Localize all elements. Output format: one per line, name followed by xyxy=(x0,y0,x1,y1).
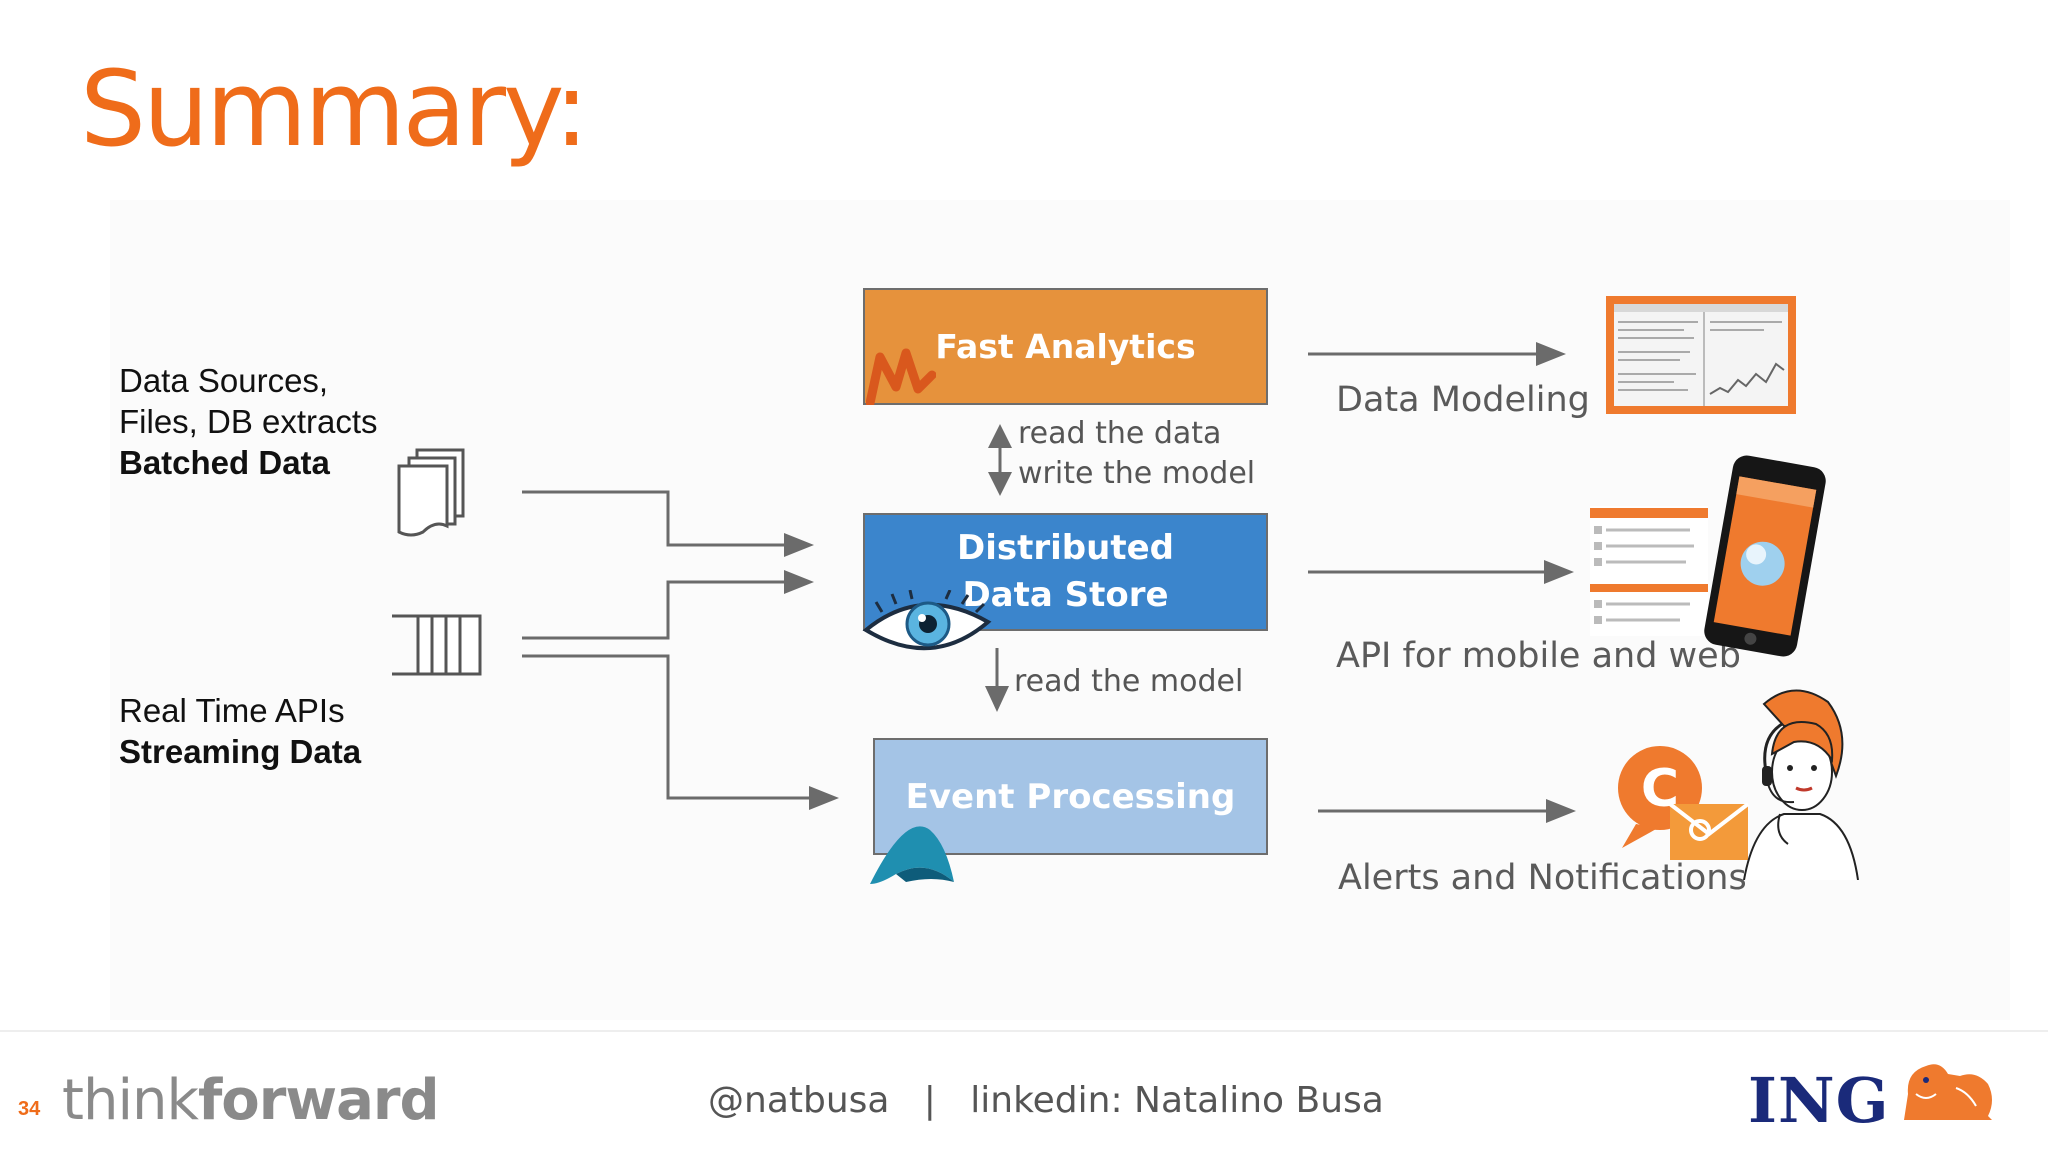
read-model-note: read the model xyxy=(1014,664,1244,699)
fast-analytics-label: Fast Analytics xyxy=(935,327,1196,366)
fast-analytics-box: Fast Analytics xyxy=(863,288,1268,405)
thinkforward-brand: thinkforward xyxy=(62,1068,440,1133)
stream-to-store-arrow xyxy=(522,570,814,640)
spark-logo-icon xyxy=(866,348,936,405)
ing-lion-icon xyxy=(1904,1064,1992,1120)
store-label-line-1: Distributed xyxy=(957,528,1174,568)
api-mobile-web-label: API for mobile and web xyxy=(1336,636,1741,676)
write-model-note: write the model xyxy=(1018,456,1256,491)
file-stack-icon xyxy=(397,448,465,537)
streaming-data-label: Streaming Data xyxy=(119,733,362,770)
streaming-line-1: Real Time APIs xyxy=(119,692,345,729)
footer-bar xyxy=(0,1030,2048,1154)
cassandra-eye-icon xyxy=(862,590,992,651)
stream-to-event-arrow xyxy=(522,654,839,810)
batched-line-2: Files, DB extracts xyxy=(119,403,378,440)
page-number: 34 xyxy=(18,1098,41,1120)
batched-data-label: Batched Data xyxy=(119,444,330,481)
batched-to-store-arrow xyxy=(522,490,814,557)
data-modeling-label: Data Modeling xyxy=(1336,380,1590,420)
akka-logo-icon xyxy=(870,826,954,884)
batched-line-1: Data Sources, xyxy=(119,362,329,399)
stream-queue-icon xyxy=(392,614,482,676)
read-data-note: read the data xyxy=(1018,416,1222,451)
footer-contact: @natbusa | linkedin: Natalino Busa xyxy=(708,1080,1384,1121)
brand-think: think xyxy=(62,1068,199,1133)
brand-forward: forward xyxy=(197,1068,440,1133)
chat-bubble-icon: C xyxy=(1618,746,1750,860)
streaming-source-text: Real Time APIs Streaming Data xyxy=(119,690,361,772)
web-app-screenshot-icon xyxy=(1590,506,1708,636)
ing-logo-text: ING xyxy=(1748,1064,1890,1137)
slide-title: Summary: xyxy=(80,48,589,170)
event-processing-label: Event Processing xyxy=(905,776,1236,817)
dashboard-screenshot-icon xyxy=(1606,296,1796,414)
store-label-line-2: Data Store xyxy=(962,575,1169,615)
alerts-notifications-label: Alerts and Notifications xyxy=(1338,858,1747,898)
support-agent-icon xyxy=(1743,689,1859,880)
event-processing-box: Event Processing xyxy=(873,738,1268,855)
batched-source-text: Data Sources, Files, DB extracts Batched… xyxy=(119,360,378,483)
mobile-phone-icon xyxy=(1704,455,1826,657)
